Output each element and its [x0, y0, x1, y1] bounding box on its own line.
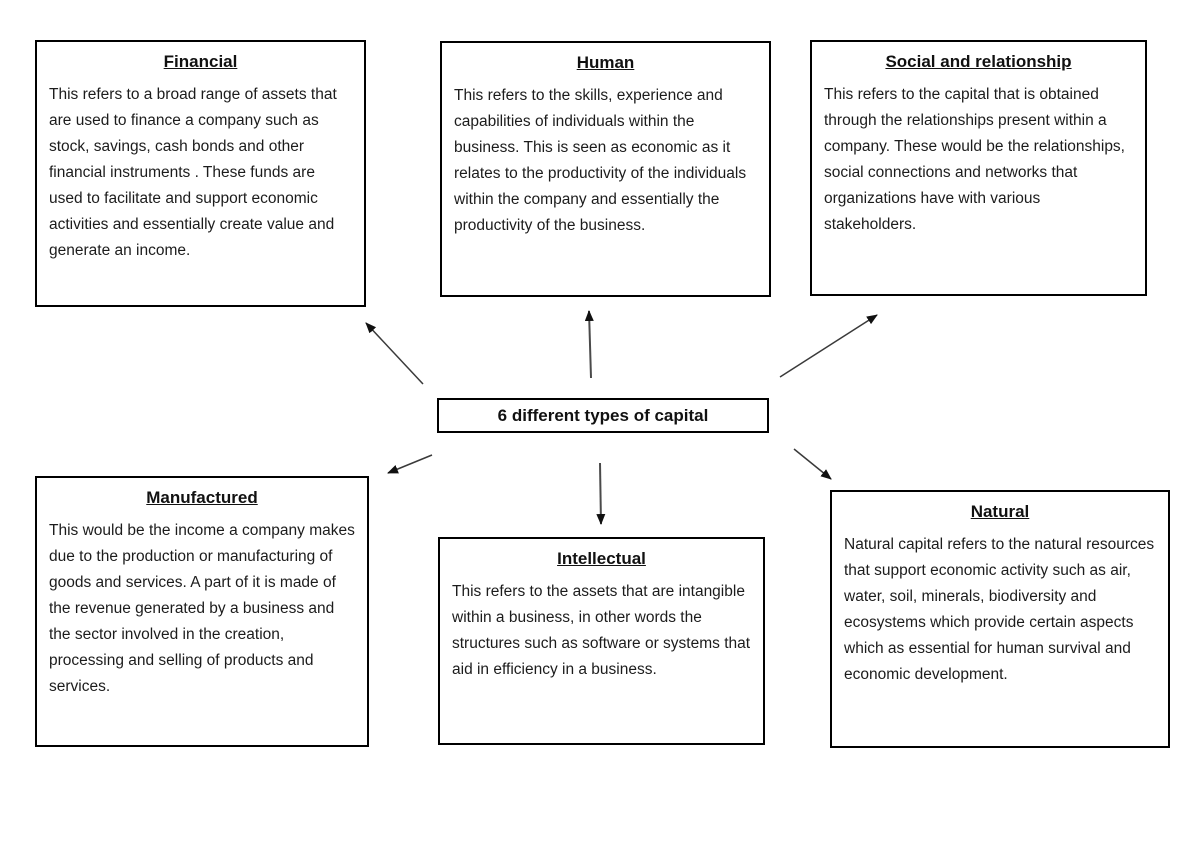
node-natural-title: Natural	[970, 502, 1030, 521]
node-social-and-relationship: Social and relationship This refers to t…	[810, 40, 1147, 296]
arrow-center-to-intellectual	[596, 462, 606, 525]
arrow-center-to-social	[779, 314, 878, 378]
node-natural-body: Natural capital refers to the natural re…	[844, 536, 1155, 683]
node-manufactured: Manufactured This would be the income a …	[35, 476, 369, 747]
arrow-center-to-natural	[793, 448, 832, 480]
node-manufactured-body: This would be the income a company makes…	[49, 522, 355, 695]
node-financial: Financial This refers to a broad range o…	[35, 40, 366, 307]
node-financial-body: This refers to a broad range of assets t…	[49, 86, 337, 259]
node-human-body: This refers to the skills, experience an…	[454, 87, 747, 234]
arrow-center-to-financial	[365, 322, 424, 385]
node-social-body: This refers to the capital that is obtai…	[824, 86, 1125, 233]
node-intellectual-body: This refers to the assets that are intan…	[452, 583, 751, 678]
center-title-box: 6 different types of capital	[437, 398, 769, 433]
node-human-title: Human	[576, 53, 635, 72]
node-human: Human This refers to the skills, experie…	[440, 41, 771, 297]
arrow-center-to-human	[584, 310, 594, 379]
node-intellectual: Intellectual This refers to the assets t…	[438, 537, 765, 745]
node-manufactured-title: Manufactured	[146, 488, 258, 507]
node-natural: Natural Natural capital refers to the na…	[830, 490, 1170, 748]
arrow-center-to-manufactured	[387, 454, 433, 474]
center-title-label: 6 different types of capital	[497, 405, 709, 425]
node-social-title: Social and relationship	[885, 52, 1072, 71]
node-financial-title: Financial	[163, 52, 238, 71]
node-intellectual-title: Intellectual	[557, 549, 646, 568]
